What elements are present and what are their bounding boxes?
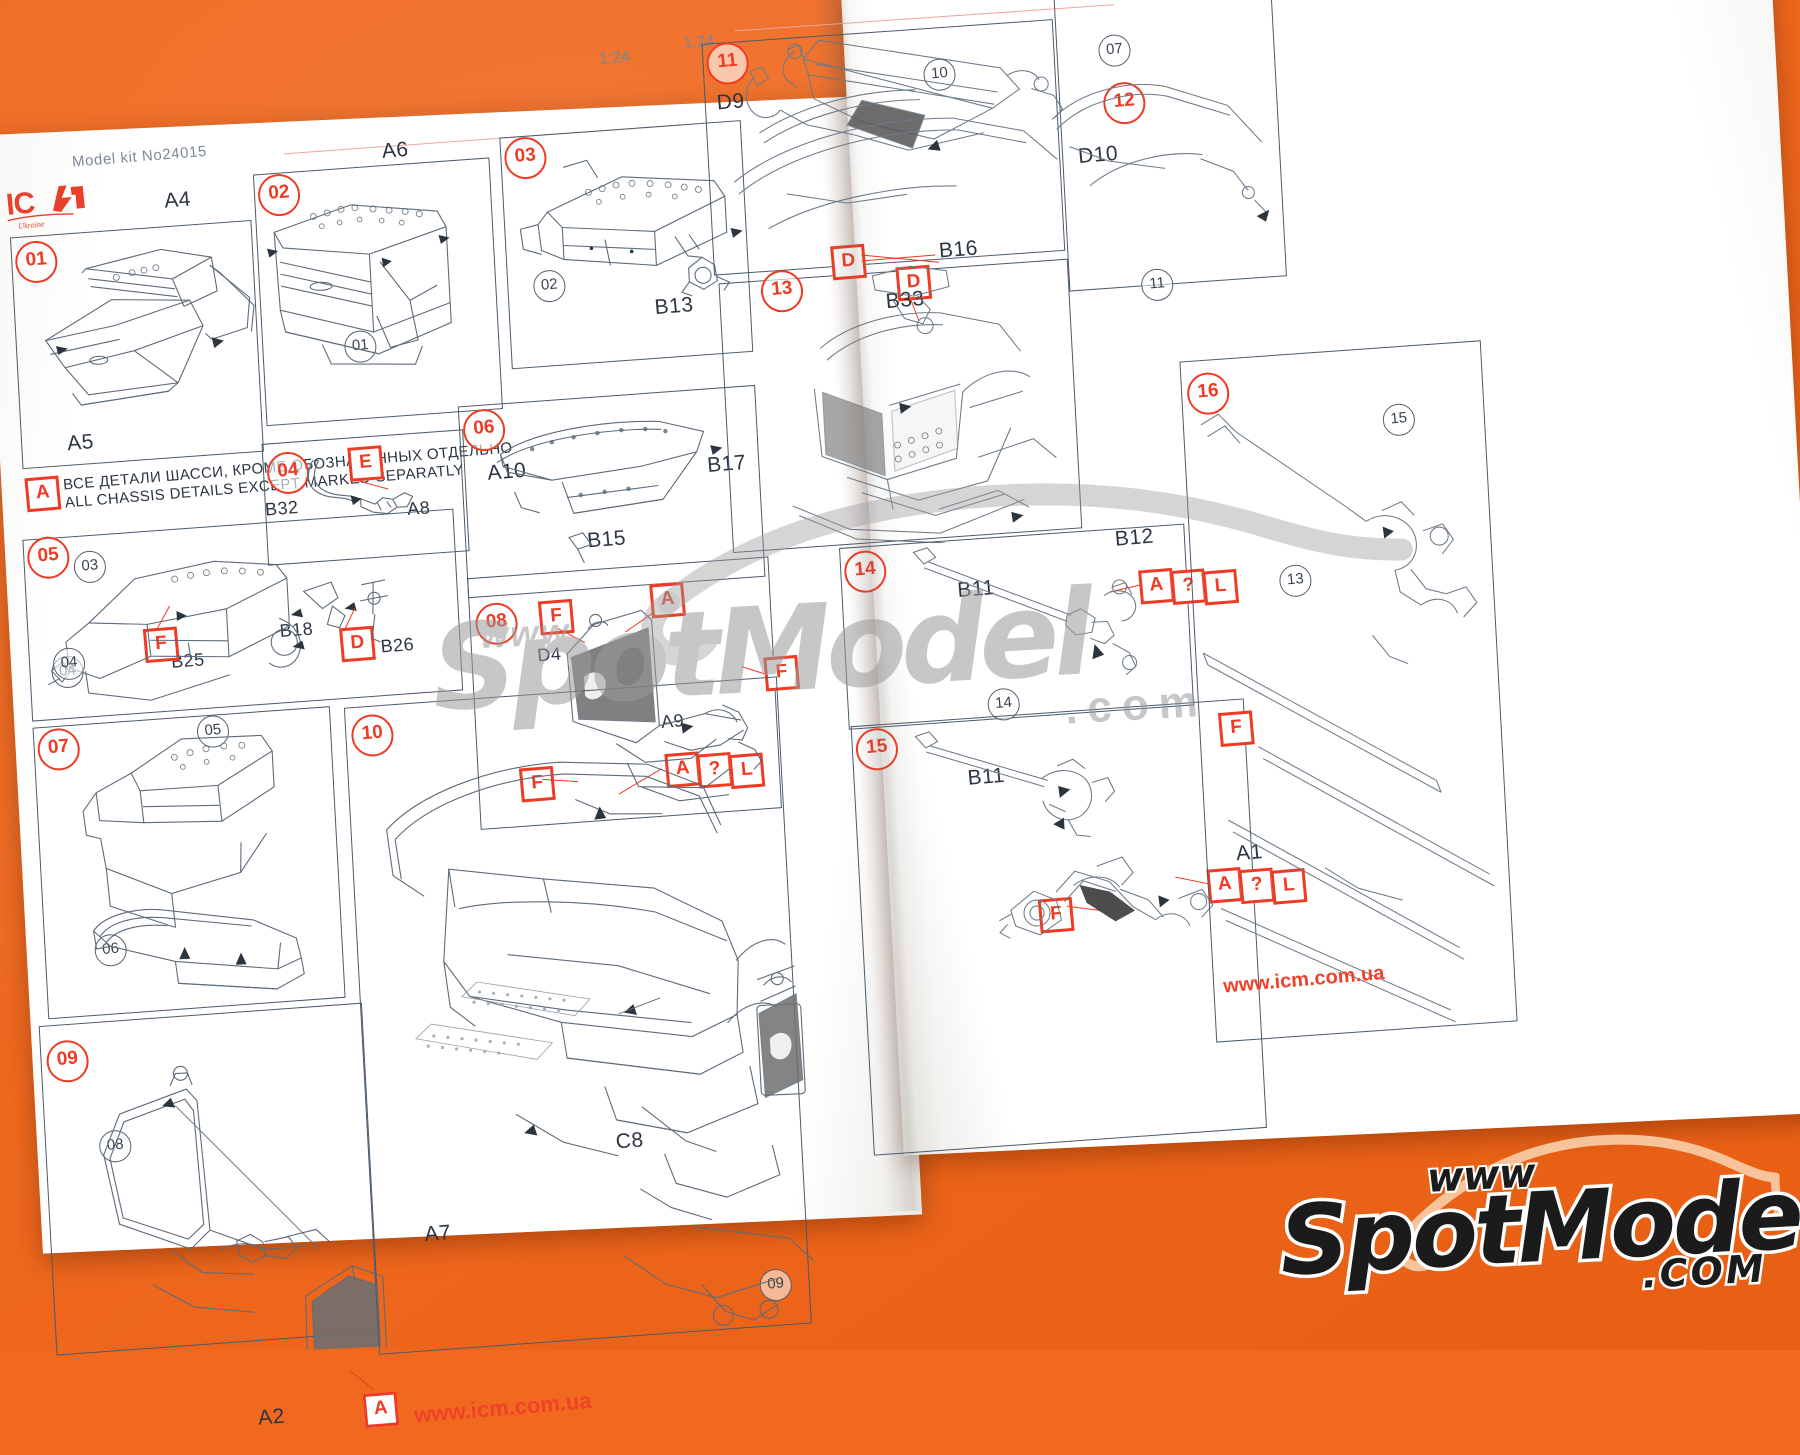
spotmodel-logo[interactable]: www SpotModel .COM <box>1257 1114 1800 1356</box>
part-label-a10: A10 <box>486 458 528 485</box>
part-label-b18: B18 <box>278 618 314 642</box>
part-label-d9: D9 <box>715 89 746 115</box>
svg-text:IC: IC <box>5 186 36 221</box>
part-label-a7: A7 <box>423 1220 453 1247</box>
kit-number-left: Model kit No24015 <box>71 142 208 171</box>
part-label-c8: C8 <box>614 1128 645 1154</box>
leader-a-09 <box>349 1370 374 1391</box>
panel-05 <box>22 508 464 722</box>
part-label-a4: A4 <box>163 187 192 213</box>
part-label-a6: A6 <box>380 137 410 163</box>
icm-url-left[interactable]: www.icm.com.ua <box>413 1387 593 1428</box>
spotmodel-watermark: www. SpotModel .com <box>412 442 1447 798</box>
paint-box-d-05: D <box>339 625 376 663</box>
paint-box-a-09: A <box>362 1391 400 1428</box>
icm-logo-mark: IC Ukraine <box>5 185 85 231</box>
paint-box-e: E <box>347 445 385 482</box>
part-label-b26: B26 <box>379 633 415 657</box>
icm-logo: IC Ukraine <box>2 174 126 231</box>
svg-text:Ukraine: Ukraine <box>18 219 45 230</box>
watermark-com: .com <box>1063 676 1210 734</box>
part-label-b32: B32 <box>264 496 300 520</box>
watermark-name: SpotModel <box>428 563 1092 738</box>
paint-box-f-15b: F <box>1037 896 1075 934</box>
note-code-box: A <box>24 475 62 513</box>
paint-box-f-05: F <box>142 626 180 664</box>
part-label-a2: A2 <box>257 1404 286 1430</box>
spotmodel-logo-com: .COM <box>1639 1244 1771 1299</box>
panel-09 <box>38 1002 380 1356</box>
part-label-b16: B16 <box>938 236 979 263</box>
part-label-a5: A5 <box>66 430 95 456</box>
spotmodel-car-outline-icon <box>1394 1134 1785 1272</box>
scale-left: 1:24 <box>598 48 632 68</box>
watermark-car-outline <box>641 483 1413 666</box>
part-label-d10: D10 <box>1077 141 1120 169</box>
part-label-b13: B13 <box>653 293 695 320</box>
